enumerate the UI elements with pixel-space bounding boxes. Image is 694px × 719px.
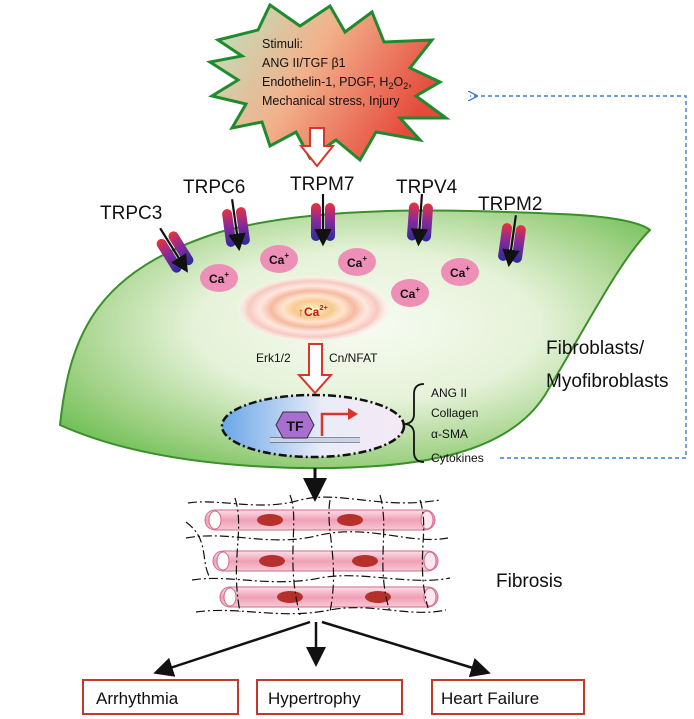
muscle-fiber	[219, 586, 439, 608]
output-item: α-SMA	[431, 427, 468, 441]
outcome-label: Arrhythmia	[96, 689, 179, 708]
calcium-ion-label: Ca+	[450, 264, 470, 280]
calcium-rise-label: ↑Ca2+	[298, 303, 329, 319]
channel-subunit	[311, 203, 321, 241]
channel-label: TRPC3	[100, 203, 162, 224]
calcium-rise: ↑Ca2+	[237, 276, 389, 342]
nucleus: TF	[220, 393, 406, 459]
pathway-erk: Erk1/2	[256, 351, 291, 365]
ion-flow-arrow	[228, 199, 246, 252]
collagen-strand	[234, 497, 241, 613]
calcium-ion-label: Ca+	[347, 254, 367, 270]
output-item: ANG II	[431, 386, 467, 400]
outcome-arrows	[153, 620, 491, 678]
stimuli-line-3: Mechanical stress, Injury	[262, 94, 400, 108]
channel-label: TRPM2	[478, 194, 542, 215]
pathway-down-arrow	[296, 343, 334, 395]
tf-label: TF	[286, 418, 304, 434]
stimuli-line-1: ANG II/TGF β1	[262, 56, 346, 70]
arrow-to-arrhythmia	[153, 620, 311, 677]
fiber-nucleus	[337, 514, 363, 526]
outcome-label: Hypertrophy	[268, 689, 361, 708]
outcome-label: Heart Failure	[441, 689, 539, 708]
outcome-heart-failure: Heart Failure	[431, 679, 585, 715]
hexagon-icon	[275, 411, 315, 439]
collagen-strand	[419, 499, 429, 609]
output-brace	[404, 383, 425, 463]
outcome-hypertrophy: Hypertrophy	[256, 679, 403, 715]
ion-channel-icon	[498, 215, 526, 268]
channel-subunit	[325, 203, 335, 241]
collagen-strand	[187, 496, 441, 506]
collagen-strand	[289, 494, 301, 616]
calcium-ion: Ca+	[441, 258, 479, 286]
channel-label: TRPM7	[290, 174, 354, 195]
promoter-arrow-icon	[320, 412, 350, 436]
collagen-strand	[195, 607, 447, 615]
calcium-ion-label: Ca+	[400, 285, 420, 301]
calcium-ions: Ca+ Ca+ Ca+ Ca+ Ca+	[200, 245, 479, 307]
calcium-ion-label: Ca+	[209, 270, 229, 286]
collagen-strand	[185, 521, 211, 579]
ion-channel-icon	[222, 199, 250, 252]
stimuli-starburst: Stimuli: ANG II/TGF β1 Endothelin-1, PDG…	[206, 2, 451, 163]
collagen-strand	[185, 531, 449, 541]
fiber-nucleus	[352, 555, 378, 567]
outcome-arrhythmia: Arrhythmia	[82, 679, 239, 715]
stimuli-line-2: Endothelin-1, PDGF, H2O2,	[262, 75, 412, 91]
ion-flow-arrow	[159, 227, 188, 273]
fibrotic-tissue	[185, 494, 451, 616]
ion-channel-icon	[156, 227, 194, 273]
feedback-arrow	[470, 96, 687, 459]
calcium-ion: Ca+	[391, 279, 429, 307]
ion-flow-arrow	[410, 193, 429, 247]
pathway-cn-nfat: Cn/NFAT	[329, 351, 378, 365]
ion-channel-icon	[311, 194, 335, 247]
arrow-to-heart-failure	[321, 620, 491, 678]
muscle-fiber	[212, 550, 439, 572]
output-list: ANG II Collagen α-SMA Cytokines	[431, 386, 484, 465]
fibrosis-label: Fibrosis	[496, 571, 563, 592]
output-item: Cytokines	[431, 451, 484, 465]
cell-label-line-1: Fibroblasts/	[546, 338, 645, 359]
fiber-nucleus	[365, 591, 391, 603]
calcium-ion-label: Ca+	[269, 251, 289, 267]
collagen-strand	[379, 494, 391, 613]
collagen-strand	[191, 575, 451, 583]
calcium-ion: Ca+	[200, 264, 238, 292]
dna-strand	[270, 438, 360, 442]
ion-flow-arrow	[502, 215, 520, 268]
promoter-arrowhead	[348, 408, 358, 420]
stimuli-down-arrow	[298, 127, 336, 168]
calcium-ion: Ca+	[338, 248, 376, 276]
fiber-nucleus	[259, 555, 285, 567]
fiber-nucleus	[277, 591, 303, 603]
fiber-nucleus	[257, 514, 283, 526]
channel-label: TRPC6	[183, 177, 245, 198]
ion-channel-icon	[407, 193, 433, 247]
stimuli-heading: Stimuli:	[262, 37, 303, 51]
muscle-fiber	[204, 509, 436, 531]
calcium-ion: Ca+	[260, 245, 298, 273]
channel-label: TRPV4	[396, 177, 458, 198]
output-item: Collagen	[431, 406, 478, 420]
cell-label-line-2: Myofibroblasts	[546, 371, 669, 392]
